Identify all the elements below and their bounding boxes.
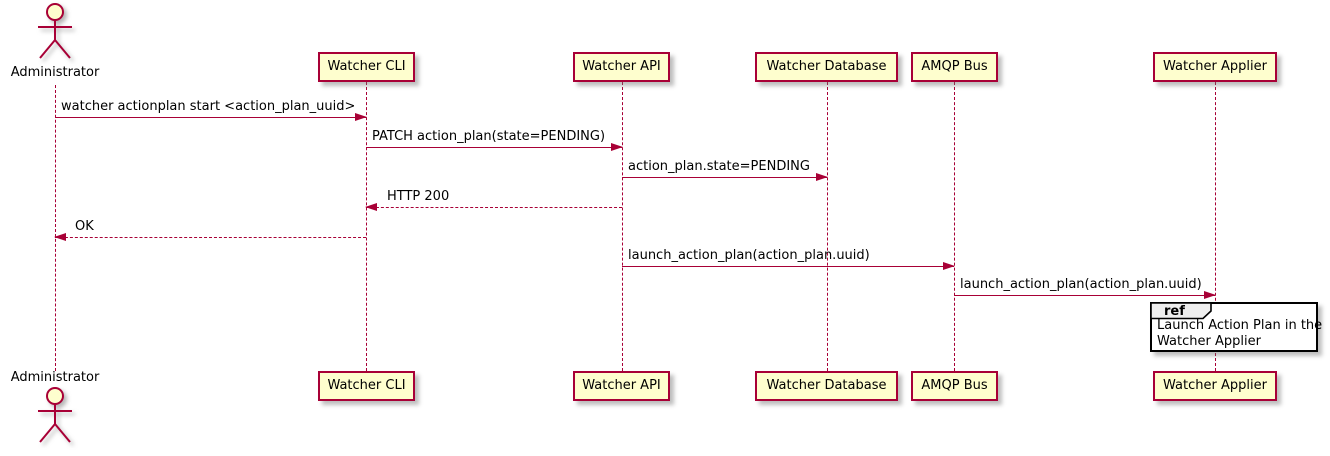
message-line: [55, 237, 366, 238]
arrowhead-icon: [54, 233, 66, 241]
message-line: [622, 177, 827, 178]
message-line: [954, 295, 1215, 296]
message-2: PATCH action_plan(state=PENDING): [366, 129, 623, 151]
message-7: launch_action_plan(action_plan.uuid): [954, 277, 1216, 299]
message-label: OK: [75, 219, 94, 234]
message-line: [55, 117, 366, 118]
lifeline-administrator: [55, 85, 56, 371]
actor-label-bottom: Administrator: [10, 370, 100, 385]
message-3: action_plan.state=PENDING: [622, 159, 828, 181]
participant-top-watcher-database: Watcher Database: [755, 52, 898, 82]
participant-top-amqp-bus: AMQP Bus: [911, 52, 998, 82]
ref-header-shape: [1150, 302, 1214, 324]
lifeline-watcher-database: [827, 82, 828, 371]
participant-bottom-amqp-bus: AMQP Bus: [911, 371, 998, 401]
participant-bottom-watcher-api: Watcher API: [573, 371, 670, 401]
ref-text-line2: Watcher Applier: [1157, 334, 1261, 349]
arrowhead-icon: [1204, 291, 1216, 299]
message-line: [366, 207, 622, 208]
message-label: watcher actionplan start <action_plan_uu…: [61, 99, 356, 114]
message-line: [622, 266, 954, 267]
arrowhead-icon: [611, 143, 623, 151]
actor-icon: [31, 386, 79, 452]
message-label: action_plan.state=PENDING: [628, 159, 810, 174]
lifeline-watcher-cli: [366, 82, 367, 371]
message-label: PATCH action_plan(state=PENDING): [372, 129, 606, 144]
arrowhead-icon: [365, 203, 377, 211]
actor-icon: [31, 2, 79, 68]
arrowhead-icon: [816, 173, 828, 181]
participant-bottom-watcher-applier: Watcher Applier: [1153, 371, 1277, 401]
message-5: OK: [54, 219, 366, 241]
participant-top-watcher-applier: Watcher Applier: [1153, 52, 1277, 82]
ref-fragment: ref Launch Action Plan in the Watcher Ap…: [1150, 302, 1322, 352]
lifeline-watcher-applier: [1215, 82, 1216, 371]
message-6: launch_action_plan(action_plan.uuid): [622, 248, 955, 270]
arrowhead-icon: [355, 113, 367, 121]
lifeline-watcher-api: [622, 82, 623, 371]
participant-top-watcher-cli: Watcher CLI: [318, 52, 415, 82]
ref-text-line1: Launch Action Plan in the: [1157, 318, 1323, 333]
message-label: launch_action_plan(action_plan.uuid): [628, 248, 870, 263]
ref-text: Launch Action Plan in the Watcher Applie…: [1157, 318, 1322, 350]
lifeline-amqp-bus: [954, 82, 955, 371]
message-4: HTTP 200: [365, 189, 622, 211]
message-line: [366, 147, 622, 148]
participant-bottom-watcher-database: Watcher Database: [755, 371, 898, 401]
arrowhead-icon: [943, 262, 955, 270]
message-label: HTTP 200: [387, 189, 450, 204]
participant-bottom-watcher-cli: Watcher CLI: [318, 371, 415, 401]
message-1: watcher actionplan start <action_plan_uu…: [55, 99, 367, 121]
actor-label-top: Administrator: [10, 65, 100, 80]
ref-keyword: ref: [1164, 304, 1185, 319]
participant-top-watcher-api: Watcher API: [573, 52, 670, 82]
message-label: launch_action_plan(action_plan.uuid): [960, 277, 1202, 292]
